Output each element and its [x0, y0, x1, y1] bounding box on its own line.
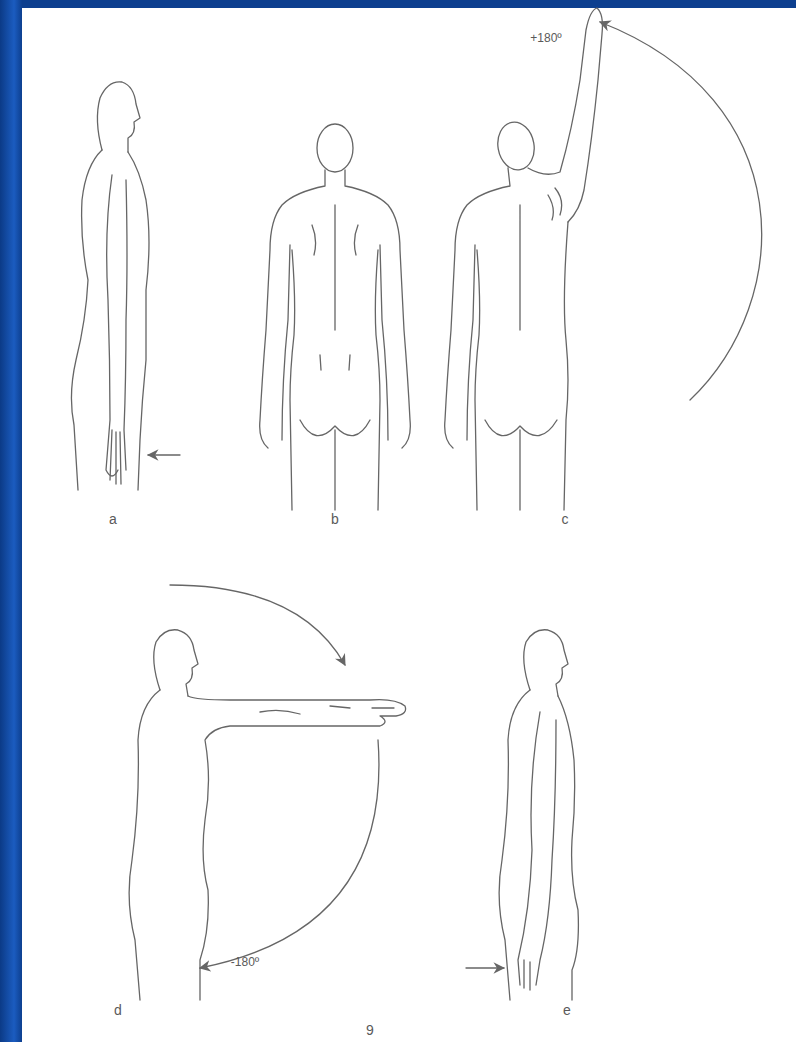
- front-outline: [558, 696, 578, 1000]
- back-outline: [129, 690, 160, 1000]
- head-outline: [97, 82, 140, 152]
- panel-letter: a: [109, 511, 117, 527]
- back-lines: [485, 188, 562, 510]
- paper-area: [22, 8, 796, 1042]
- front-outline: [188, 696, 406, 1000]
- fingers: [524, 960, 530, 990]
- head-outline: [317, 124, 353, 172]
- pointer-arrow: [148, 454, 180, 455]
- torso-outline: [467, 245, 480, 510]
- motion-arc: [600, 22, 762, 400]
- figure-a: [71, 82, 180, 490]
- pointer-arrow: [466, 967, 504, 968]
- back-outline: [71, 150, 102, 490]
- front-outline: [128, 152, 149, 490]
- muscle-lines: [312, 225, 358, 370]
- arm-details: [260, 706, 394, 714]
- angle-label: -180º: [231, 955, 259, 969]
- panel-letter: d: [114, 1002, 122, 1018]
- figure-d: [129, 585, 405, 1000]
- head-outline: [154, 630, 198, 696]
- head-outline: [524, 630, 568, 696]
- motion-arc: [200, 740, 379, 968]
- raised-arm: [528, 8, 602, 222]
- figure-b: [260, 124, 411, 510]
- panel-letter: e: [563, 1002, 571, 1018]
- arm-outline: [124, 180, 127, 470]
- body-outline: [345, 170, 410, 448]
- figure-e: [466, 630, 578, 1000]
- arm-outline: [518, 712, 556, 985]
- panel-letter: b: [331, 511, 339, 527]
- body-outline: [445, 168, 510, 448]
- head-outline: [494, 119, 538, 173]
- motion-arc: [170, 585, 345, 665]
- fingers: [110, 430, 121, 484]
- torso-outline: [564, 222, 568, 510]
- body-outline: [260, 170, 325, 448]
- angle-label: +180º: [530, 31, 561, 45]
- figure-c: [445, 8, 762, 510]
- back-lines: [300, 205, 370, 510]
- back-outline: [499, 690, 530, 1000]
- figure-number: 9: [366, 1022, 374, 1038]
- panel-letter: c: [562, 511, 569, 527]
